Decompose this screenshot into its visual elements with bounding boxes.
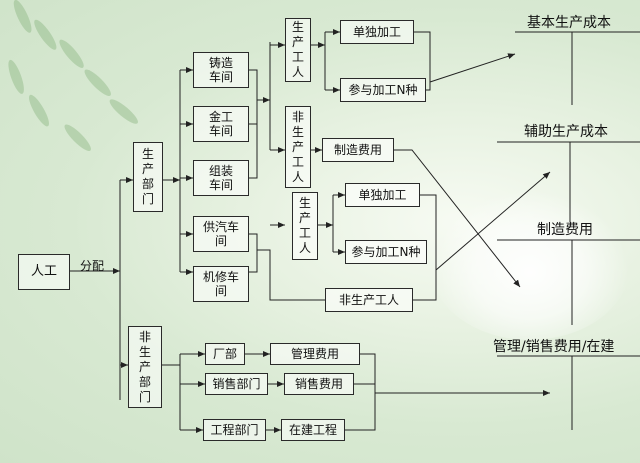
non-production-dept-box: 非 生 产 部 门 [128,326,162,408]
basic-production-cost-label: 基本生产成本 [527,15,611,31]
production-workers-box-b: 生 产 工 人 [292,192,318,260]
single-processing-box-a: 单独加工 [340,20,414,44]
sales-dept-box: 销售部门 [205,373,268,395]
multi-processing-box-a: 参与加工N种 [340,78,426,102]
production-dept-box: 生 产 部 门 [133,142,163,212]
non-production-workers-box-b: 非生产工人 [325,288,413,312]
steam-supply-workshop-box: 供汽车 间 [193,216,249,252]
manufacturing-overhead-label: 制造费用 [537,222,593,238]
casting-workshop-box: 铸造 车间 [193,52,249,88]
engineering-dept-box: 工程部门 [203,419,266,441]
repair-workshop-box: 机修车 间 [193,266,249,302]
metalwork-workshop-box: 金工 车间 [193,106,249,142]
single-processing-box-b: 单独加工 [345,183,420,207]
construction-in-progress-box: 在建工程 [281,419,345,441]
admin-sales-construction-label: 管理/销售费用/在建 [493,339,615,355]
assembly-workshop-box: 组装 车间 [193,160,249,196]
allocation-label: 分配 [80,259,105,273]
labor-box: 人工 [18,254,70,290]
factory-office-box: 厂部 [205,343,245,365]
non-production-workers-box-a: 非 生 产 工 人 [285,106,311,188]
manufacturing-overhead-box: 制造费用 [322,138,394,162]
auxiliary-production-cost-label: 辅助生产成本 [524,124,608,140]
sales-expense-box: 销售费用 [284,373,354,395]
production-workers-box-a: 生 产 工 人 [285,18,311,82]
admin-expense-box: 管理费用 [270,343,360,365]
multi-processing-box-b: 参与加工N种 [345,240,427,264]
